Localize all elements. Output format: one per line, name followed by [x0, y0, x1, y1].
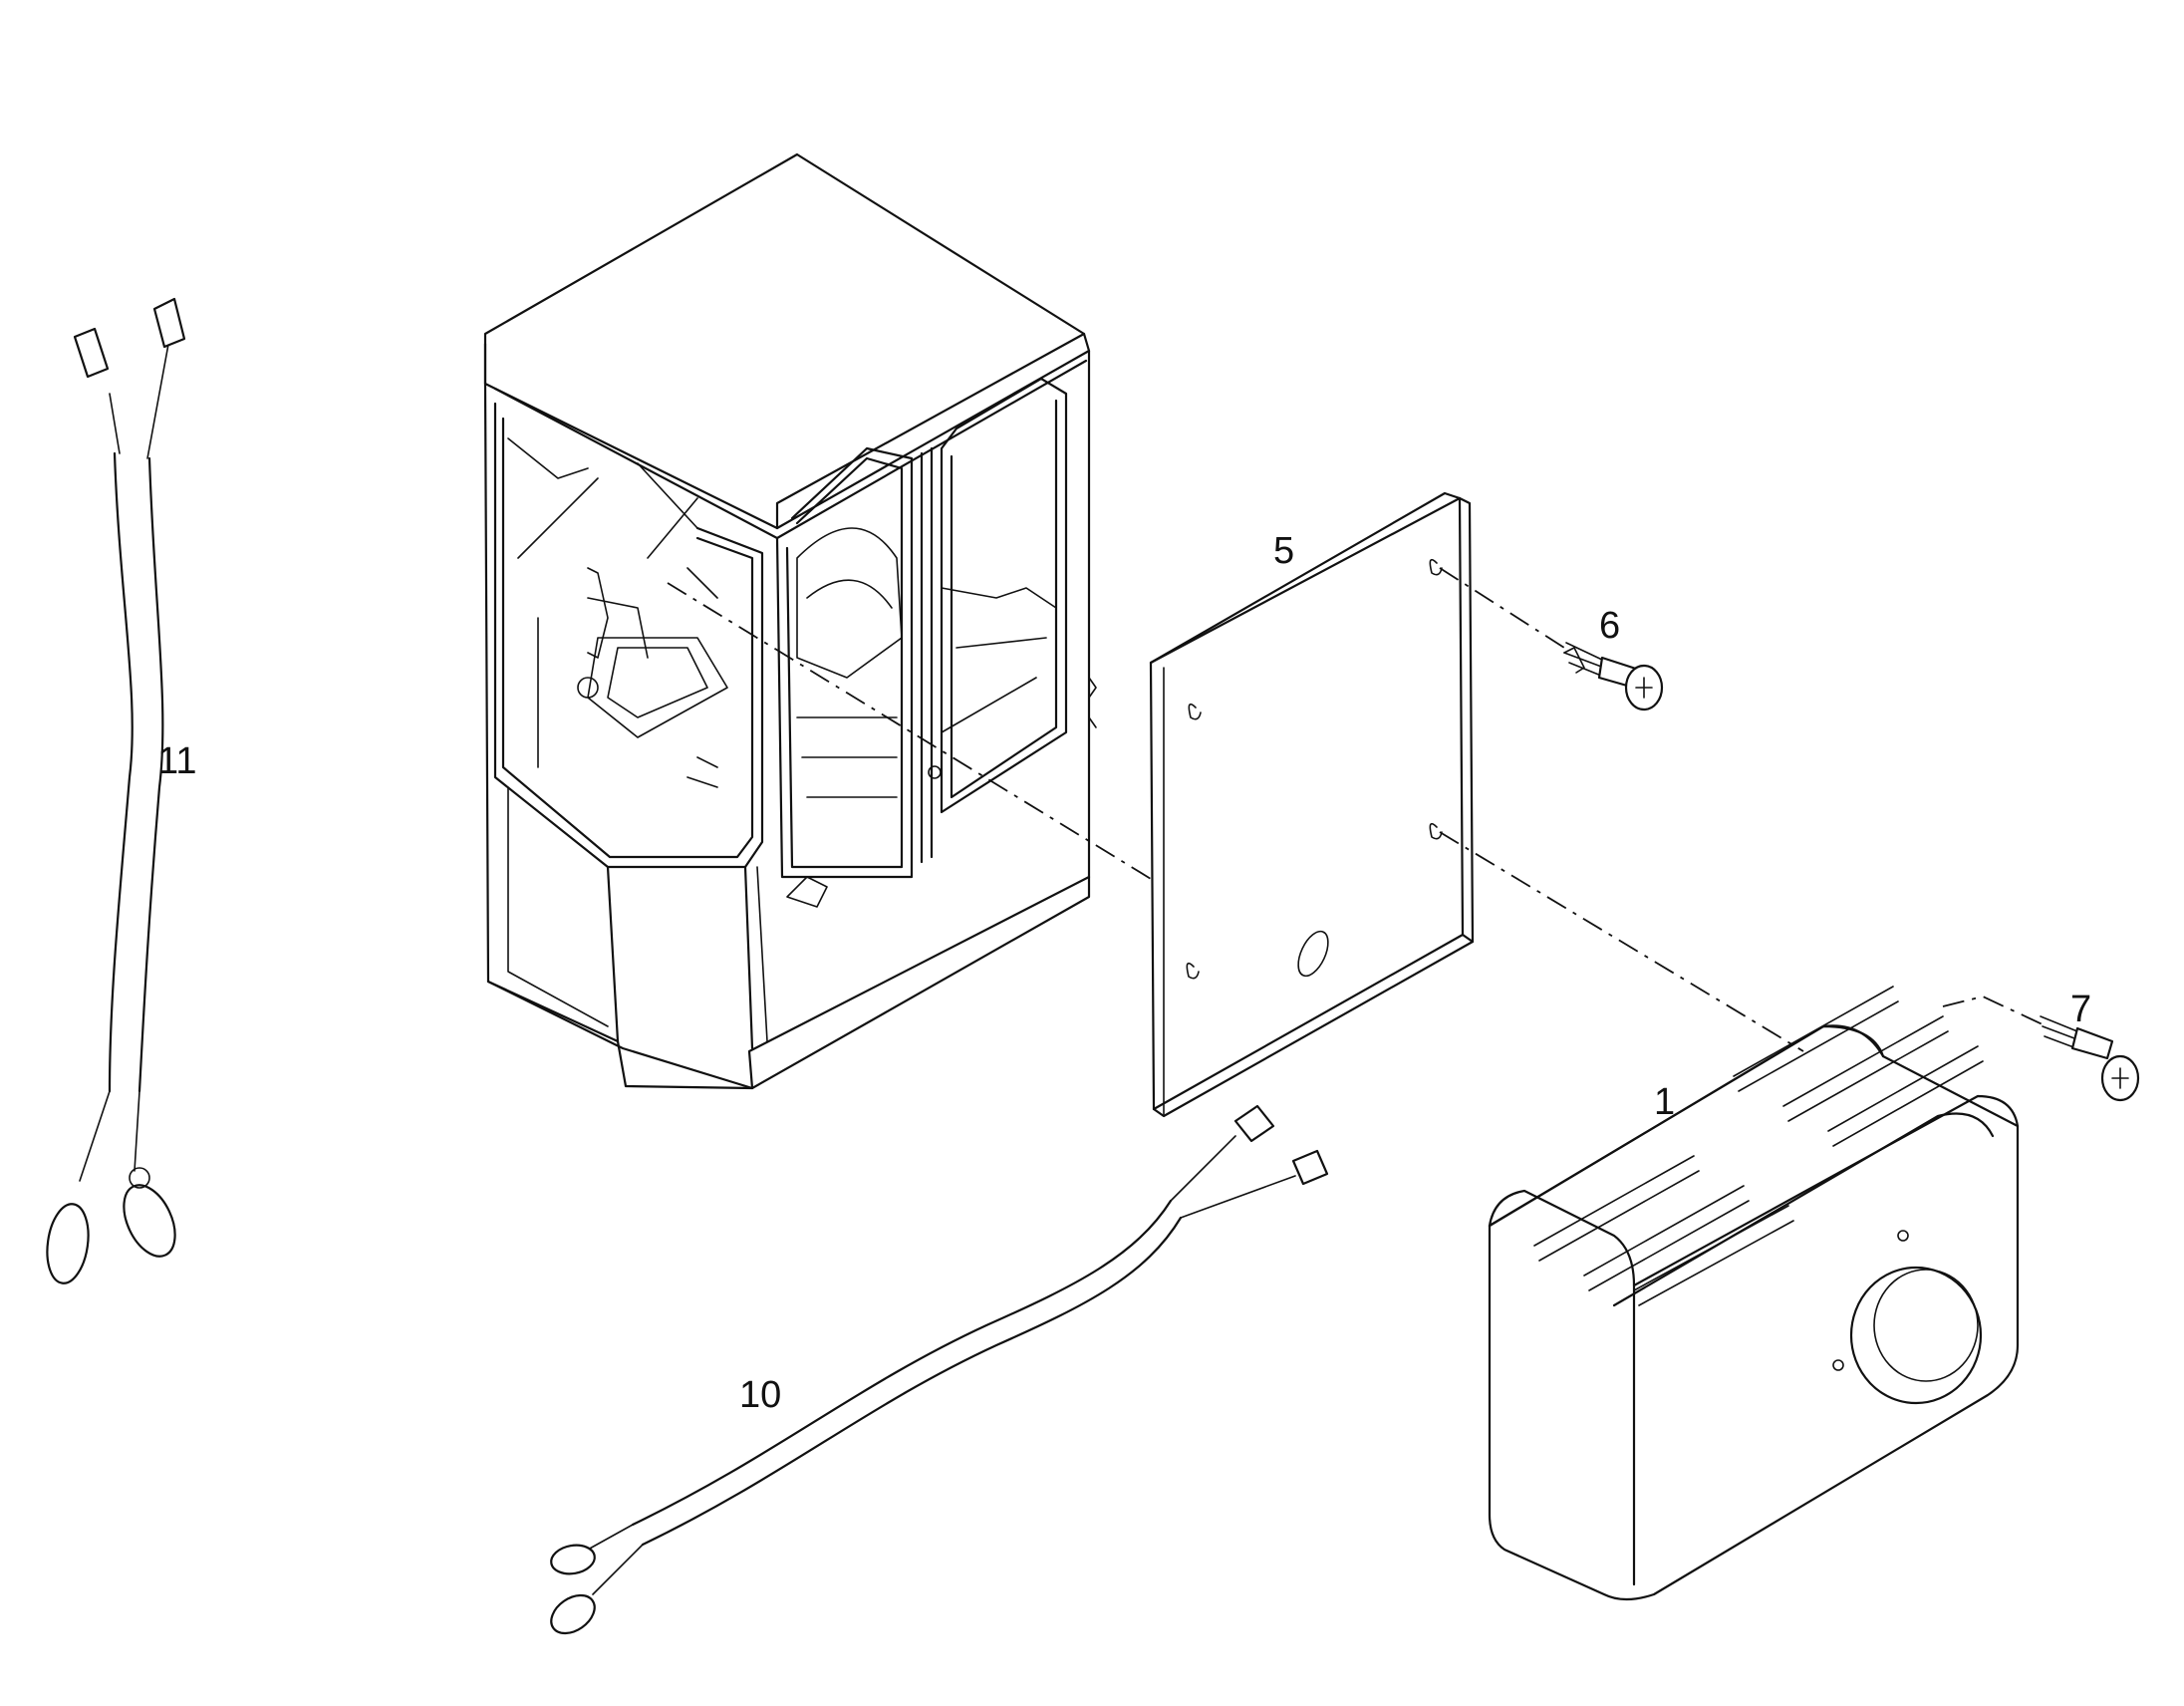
callout-6: 6 [1599, 605, 1620, 647]
callout-7: 7 [2070, 989, 2091, 1030]
callout-1: 1 [1654, 1081, 1675, 1123]
screw-7 [2040, 1015, 2140, 1102]
callout-5: 5 [1273, 530, 1294, 572]
wire-harness-11 [46, 297, 186, 1284]
mounting-plate [1149, 491, 1475, 1118]
heater-unit [1488, 986, 2020, 1601]
operator-cab [483, 152, 1097, 1090]
leader-lines [667, 567, 2044, 1052]
callout-10: 10 [739, 1374, 781, 1416]
callout-11: 11 [157, 740, 196, 782]
screw-6 [1563, 642, 1664, 711]
wire-harness-10 [550, 1104, 1329, 1635]
